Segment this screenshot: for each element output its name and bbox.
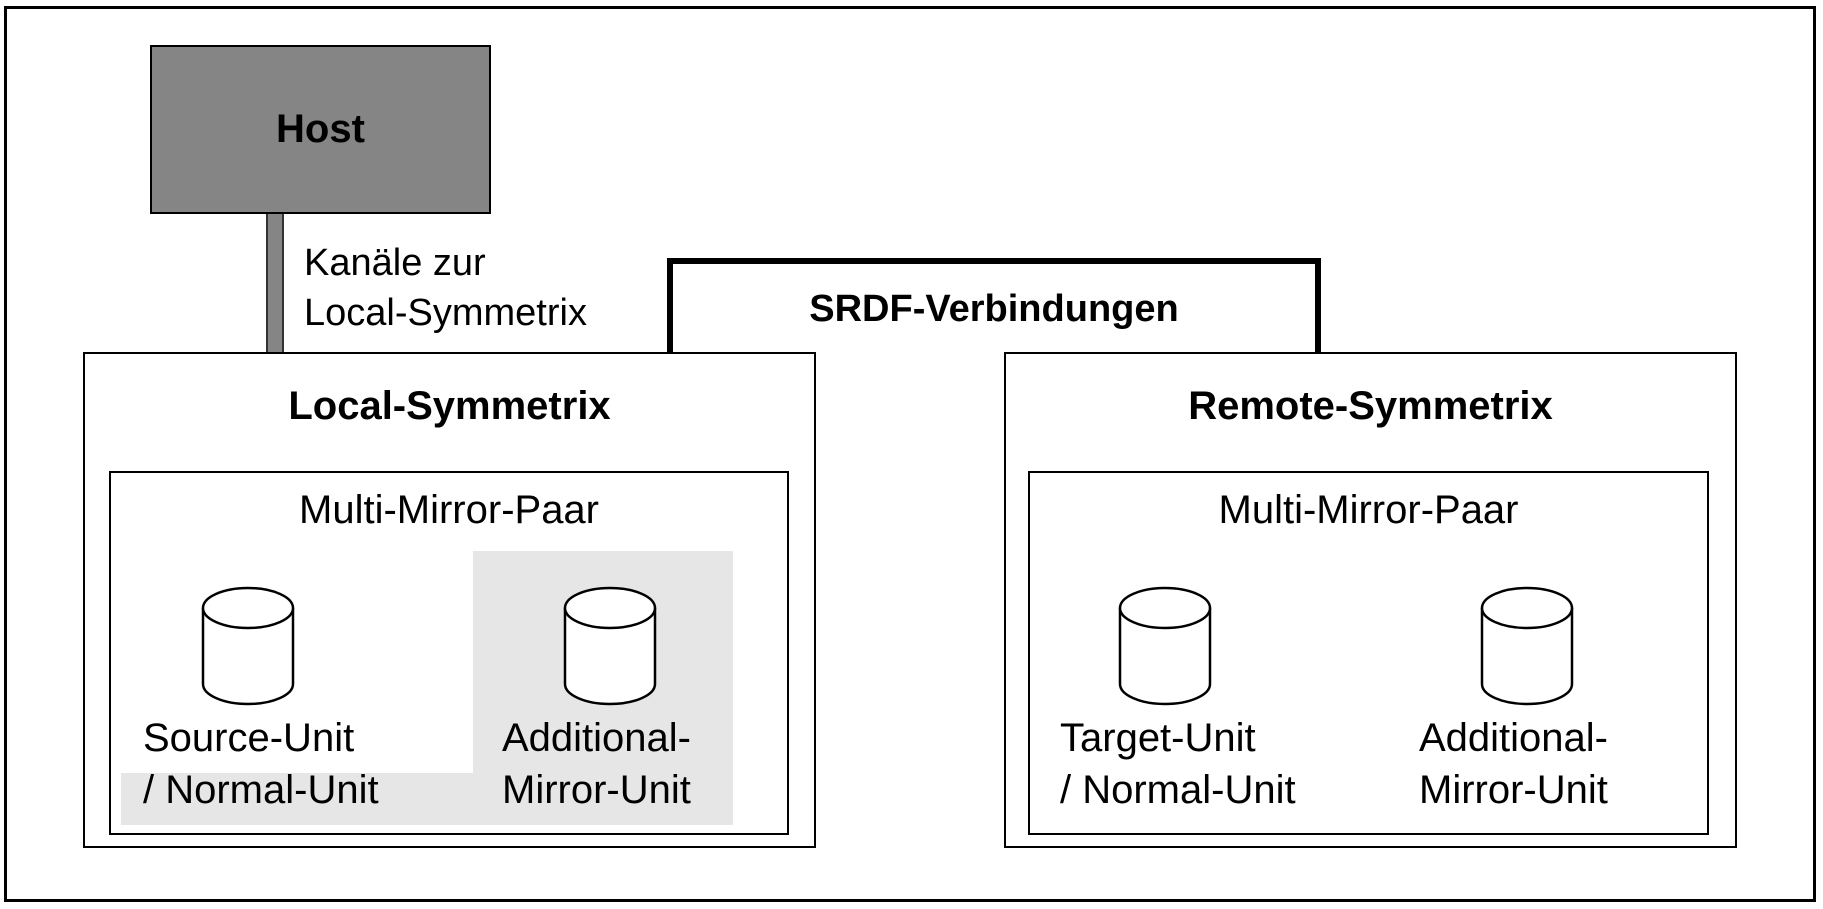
- host-box: Host: [150, 45, 491, 214]
- remote-additional-mirror-unit-label-line1: Additional-: [1419, 716, 1609, 760]
- diagram-frame: [4, 6, 1816, 902]
- local-additional-mirror-unit-label-line1: Additional-: [502, 716, 692, 760]
- source-unit-label: Source-Unit / Normal-Unit: [143, 712, 379, 816]
- local-additional-mirror-unit-label: Additional- Mirror-Unit: [502, 712, 691, 816]
- host-channel-connector: [266, 214, 284, 356]
- remote-multi-mirror-pair-box: Multi-Mirror-Paar Target-Unit / Normal-U…: [1028, 471, 1709, 835]
- channel-label-line2: Local-Symmetrix: [304, 292, 587, 334]
- local-pair-title: Multi-Mirror-Paar: [299, 488, 599, 532]
- target-unit-disk-icon: [1118, 586, 1212, 706]
- local-highlight-lower: [121, 773, 473, 825]
- target-unit-label-line1: Target-Unit: [1060, 716, 1256, 760]
- srdf-connection-line: [667, 258, 1321, 354]
- local-additional-mirror-unit-label-line2: Mirror-Unit: [502, 768, 691, 812]
- local-symmetrix-title: Local-Symmetrix: [288, 384, 611, 428]
- remote-additional-mirror-unit-label: Additional- Mirror-Unit: [1419, 712, 1608, 816]
- source-unit-disk-icon: [201, 586, 295, 706]
- remote-additional-mirror-unit-label-line2: Mirror-Unit: [1419, 768, 1608, 812]
- target-unit-label: Target-Unit / Normal-Unit: [1060, 712, 1296, 816]
- remote-pair-title: Multi-Mirror-Paar: [1218, 488, 1519, 532]
- local-multi-mirror-pair-box: Multi-Mirror-Paar Source-Unit / Normal-U…: [109, 471, 789, 835]
- host-label: Host: [276, 107, 365, 151]
- remote-symmetrix-box: Remote-Symmetrix Multi-Mirror-Paar Targe…: [1004, 352, 1737, 848]
- target-unit-label-line2: / Normal-Unit: [1060, 768, 1296, 812]
- additional-mirror-unit-disk-icon: [563, 586, 657, 706]
- remote-additional-mirror-unit-disk-icon: [1480, 586, 1574, 706]
- channel-label-line1: Kanäle zur: [304, 242, 486, 284]
- remote-symmetrix-title: Remote-Symmetrix: [1188, 384, 1553, 428]
- channel-label: Kanäle zur Local-Symmetrix: [304, 238, 587, 338]
- local-symmetrix-box: Local-Symmetrix Multi-Mirror-Paar Source…: [83, 352, 816, 848]
- source-unit-label-line1: Source-Unit: [143, 716, 355, 760]
- source-unit-label-line2: / Normal-Unit: [143, 768, 379, 812]
- srdf-label: SRDF-Verbindungen: [809, 288, 1179, 330]
